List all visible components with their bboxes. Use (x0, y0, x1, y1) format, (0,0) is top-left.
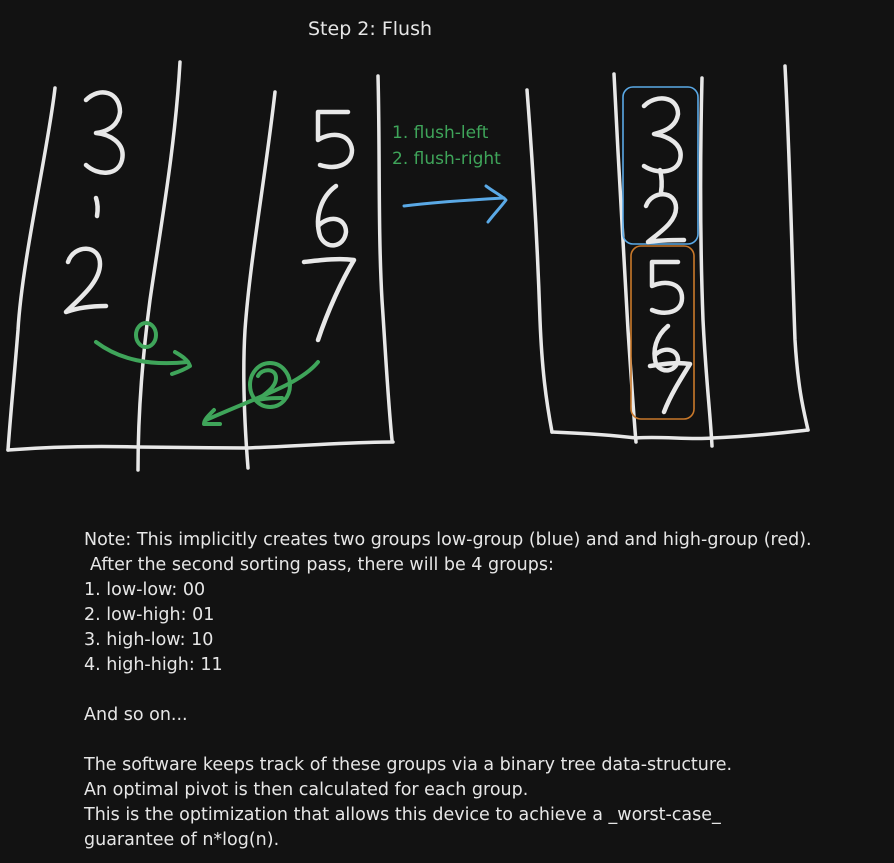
result-base (550, 428, 810, 441)
transition-arrow-shaft (402, 196, 506, 208)
note-line: Note: This implicitly creates two groups… (84, 530, 812, 550)
digit-3 (83, 90, 125, 175)
left-bin-inner-wall-a (136, 60, 182, 472)
blue-group-box (622, 86, 699, 245)
result-outer-right-wall (783, 64, 810, 432)
transition-arrow (402, 184, 508, 224)
right-bin-digits (301, 109, 357, 343)
result-digit-5 (649, 259, 685, 315)
flush-right-arrowhead (202, 408, 222, 426)
flush-left-arrow (94, 340, 190, 366)
note-line: After the second sorting pass, there wil… (90, 555, 554, 575)
flush-steps: 1. flush-left 2. flush-right (392, 120, 501, 172)
right-bin-outer-wall (376, 74, 394, 442)
left-bin-outer-wall (6, 86, 57, 452)
note-line: And so on... (84, 705, 188, 725)
left-bin-inner-wall-b (242, 90, 277, 470)
transition-arrow-head (484, 184, 508, 224)
result-inner-left-wall (612, 72, 638, 444)
notes: Note: This implicitly creates two groups… (84, 528, 889, 853)
step-flush-right: 2. flush-right (392, 149, 501, 169)
left-bins (6, 60, 395, 472)
diagram-canvas (6, 60, 810, 472)
group-list-item: 3. high-low: 10 (84, 630, 214, 650)
result-outer-left-wall (525, 88, 554, 434)
digit-7 (301, 256, 357, 343)
digit-2 (63, 246, 109, 315)
flush-left-arrowhead (170, 350, 192, 376)
digit-1 (93, 195, 100, 219)
note-line: guarantee of n*log(n). (84, 830, 280, 850)
orange-group-digits (647, 259, 693, 415)
result-digit-3 (641, 96, 683, 174)
orange-group-box (630, 245, 695, 420)
note-line: The software keeps track of these groups… (84, 755, 733, 775)
result-digit-7 (647, 360, 693, 415)
note-line: This is the optimization that allows thi… (84, 805, 721, 825)
flush-arrows (94, 321, 320, 426)
left-bin-base (6, 440, 395, 452)
page-title: Step 2: Flush (308, 18, 433, 40)
result-inner-right-wall (698, 76, 714, 448)
flush-right-marker-2 (248, 361, 292, 409)
left-bin-digits (63, 90, 125, 315)
note-line: An optimal pivot is then calculated for … (84, 780, 529, 800)
marker-2-digit (256, 368, 284, 402)
group-list-item: 2. low-high: 01 (84, 605, 215, 625)
result-digit-2 (643, 192, 687, 245)
group-list-item: 1. low-low: 00 (84, 580, 206, 600)
digit-5 (315, 109, 355, 170)
result-digit-6 (652, 323, 681, 373)
group-list-item: 4. high-high: 11 (84, 655, 223, 675)
flush-left-marker-1 (134, 321, 158, 349)
step-flush-left: 1. flush-left (392, 123, 489, 143)
digit-6 (315, 183, 349, 248)
blue-group-digits (641, 96, 687, 245)
right-bins (525, 64, 810, 448)
flush-right-arrow (204, 360, 320, 422)
result-digit-1 (657, 167, 664, 195)
